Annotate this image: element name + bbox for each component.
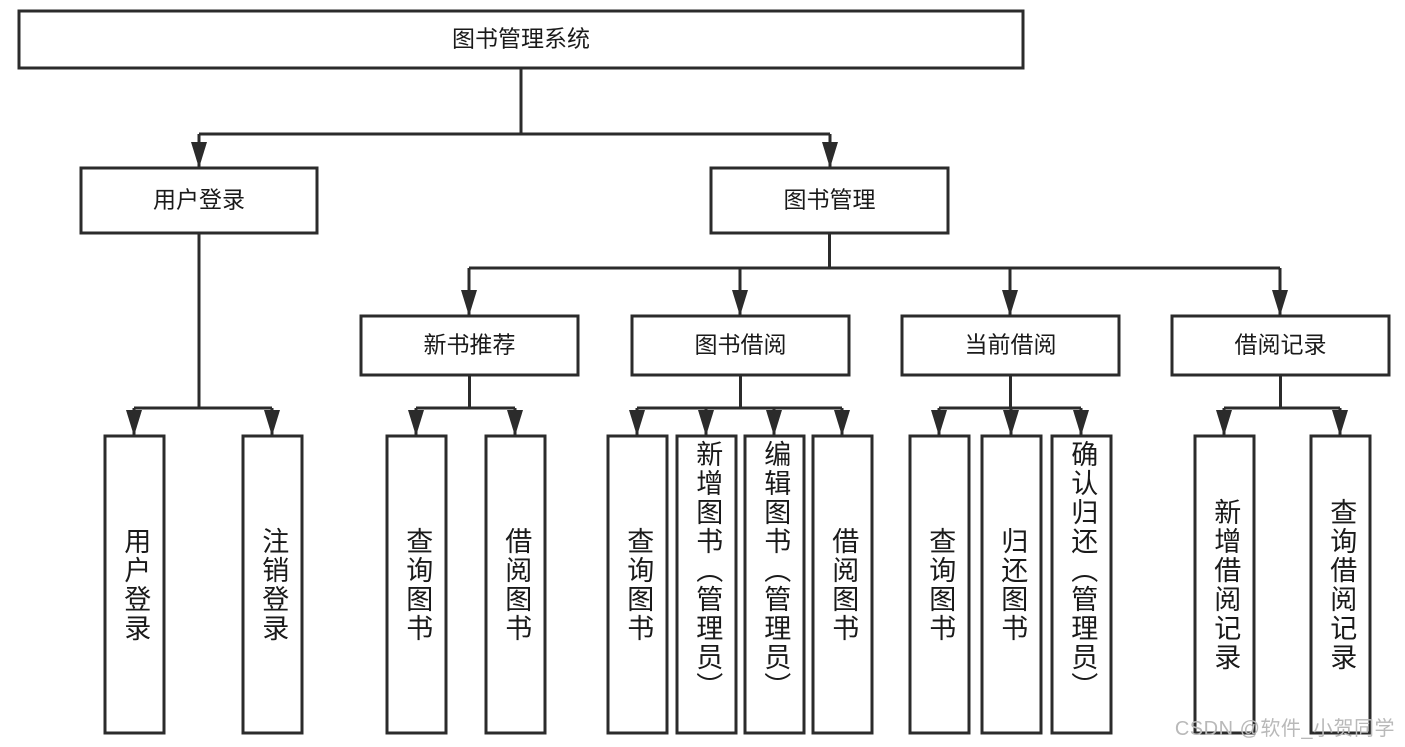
arrow-head-icon (408, 410, 424, 436)
node-new-book-recommend[interactable] (359, 314, 580, 377)
arrow-head-icon (931, 410, 947, 436)
arrow-head-icon (461, 290, 477, 316)
arrow-head-icon (1216, 410, 1232, 436)
arrow-head-icon (766, 410, 782, 436)
node-book-manage-label: 图书管理 (784, 187, 876, 213)
node-book-borrow-label: 图书借阅 (695, 332, 787, 358)
arrow-head-icon (1073, 410, 1089, 436)
node-leaf-confirm-return-admin[interactable] (1050, 434, 1113, 735)
node-leaf-add-borrow-record[interactable] (1193, 434, 1256, 735)
arrow-head-icon (834, 410, 850, 436)
node-leaf-user-login[interactable] (103, 434, 166, 735)
node-title-system-label: 图书管理系统 (452, 26, 590, 52)
node-leaf-borrow-book-2[interactable] (811, 434, 874, 735)
arrow-head-icon (507, 410, 523, 436)
node-new-book-recommend-label: 新书推荐 (424, 332, 516, 358)
node-book-borrow[interactable] (630, 314, 851, 377)
watermark-text: CSDN @软件_小贺同学 (1174, 718, 1395, 740)
arrow-head-icon (732, 290, 748, 316)
arrow-head-icon (822, 142, 838, 168)
arrow-head-icon (1332, 410, 1348, 436)
arrow-head-icon (126, 410, 142, 436)
node-leaf-borrow-book-1[interactable] (484, 434, 547, 735)
node-borrow-record-label: 借阅记录 (1235, 332, 1327, 358)
arrow-head-icon (1002, 290, 1018, 316)
node-leaf-return-book[interactable] (980, 434, 1043, 735)
arrow-head-icon (264, 410, 280, 436)
node-user-login[interactable] (79, 166, 319, 235)
node-borrow-record[interactable] (1170, 314, 1391, 377)
node-leaf-query-book-3[interactable] (908, 434, 971, 735)
node-leaf-query-borrow-record[interactable] (1309, 434, 1372, 735)
node-user-login-label: 用户登录 (153, 187, 245, 213)
node-current-borrow-label: 当前借阅 (965, 332, 1057, 358)
connector-layer (126, 68, 1348, 436)
node-layer (17, 9, 1391, 735)
arrow-head-icon (629, 410, 645, 436)
node-leaf-edit-book-admin[interactable] (743, 434, 806, 735)
node-leaf-add-book-admin[interactable] (675, 434, 738, 735)
arrow-head-icon (698, 410, 714, 436)
arrow-head-icon (1003, 410, 1019, 436)
node-leaf-query-book-2[interactable] (606, 434, 669, 735)
arrow-head-icon (191, 142, 207, 168)
node-current-borrow[interactable] (900, 314, 1121, 377)
node-title-system[interactable] (17, 9, 1025, 70)
node-leaf-logout-login[interactable] (241, 434, 304, 735)
node-leaf-query-book-1[interactable] (385, 434, 448, 735)
node-book-manage[interactable] (709, 166, 950, 235)
arrow-head-icon (1272, 290, 1288, 316)
